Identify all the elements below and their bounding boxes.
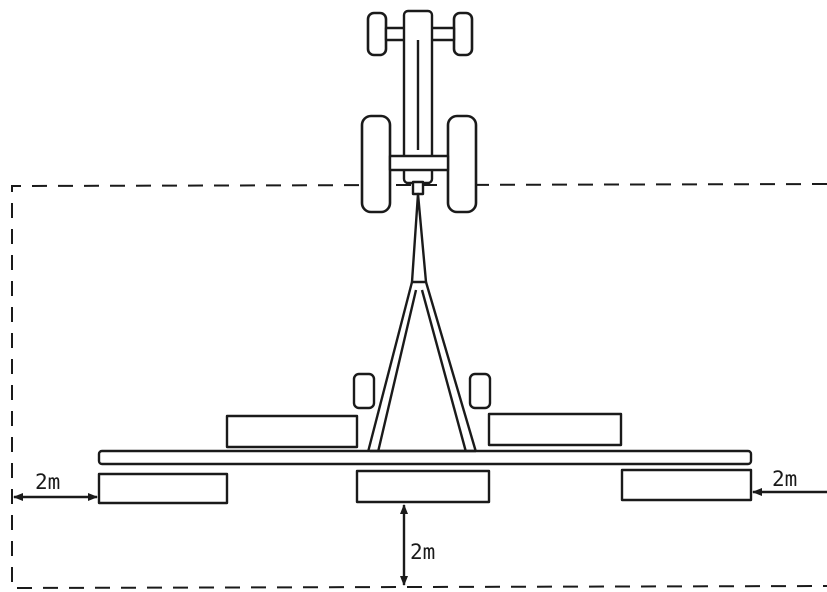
main-toolbar	[97, 449, 753, 466]
implement-rear-wheel-right	[468, 372, 492, 410]
rear-unit-left	[97, 472, 229, 505]
drawbar-a-frame	[366, 281, 414, 453]
rear-clearance-dimension: 2m	[400, 504, 435, 586]
right-clearance-label: 2m	[772, 467, 797, 491]
implement	[97, 372, 753, 505]
left-clearance-label: 2m	[35, 470, 60, 494]
rear-axle	[388, 154, 450, 172]
right-clearance-dimension: 2m	[752, 467, 827, 496]
drawbar-stem	[410, 192, 428, 284]
tractor	[360, 9, 478, 214]
left-clearance-dimension: 2m	[13, 470, 98, 501]
rear-clearance-label: 2m	[410, 540, 435, 564]
hitch-point	[411, 180, 425, 196]
front-unit-right	[487, 412, 623, 447]
implement-drawbar	[366, 192, 478, 453]
rear-left-wheel	[360, 114, 392, 214]
rear-right-wheel	[446, 114, 478, 214]
front-right-wheel	[452, 11, 474, 57]
front-left-wheel	[366, 11, 388, 57]
rear-unit-right	[620, 468, 753, 502]
implement-rear-wheel-left	[352, 372, 376, 410]
front-unit-left	[225, 414, 359, 449]
safety-zone-boundary	[11, 183, 827, 590]
rear-unit-center	[355, 469, 491, 504]
